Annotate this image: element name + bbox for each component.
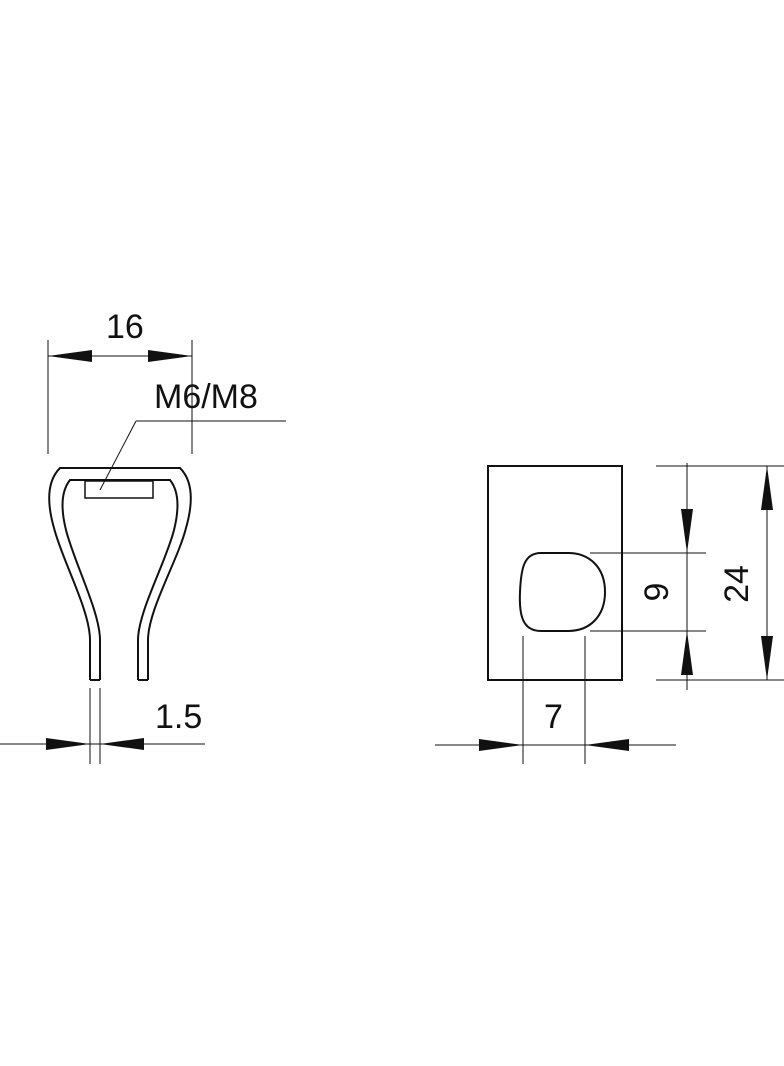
dimension-label-24: 24 [718,565,756,603]
dimension-width-16: 16 [47,308,193,454]
clip-side-view [48,467,192,681]
thread-size-label: M6/M8 [154,378,258,416]
plate-outline [487,465,623,681]
dimension-label-16: 16 [106,308,144,346]
arrowhead-top [761,466,773,510]
clip-inner-contour [61,479,179,680]
arrowhead-bottom [681,631,693,675]
arrowhead-left [46,738,90,750]
dimension-label-9: 9 [638,583,676,602]
arrowhead-left [48,350,92,362]
clip-outer-contour [48,467,192,680]
arrowhead-right [100,738,144,750]
leader-line-diagonal [99,420,137,491]
dimension-slot-width-7: 7 [435,636,676,764]
arrowhead-bottom [761,636,773,680]
dimension-label-7: 7 [544,698,563,736]
plate-front-view [487,465,623,681]
thread-insert [84,480,154,499]
dimension-label-1-5: 1.5 [155,698,202,736]
arrowhead-top [681,509,693,553]
slot-hole [518,552,607,632]
dimension-total-height-24: 24 [656,465,784,681]
arrowhead-right [585,739,629,751]
dimension-thickness-1-5: 1.5 [0,688,205,764]
arrowhead-right [148,350,192,362]
leader-thread-size: M6/M8 [99,378,286,491]
arrowhead-left [479,739,523,751]
dimension-slot-height-9: 9 [590,463,706,690]
